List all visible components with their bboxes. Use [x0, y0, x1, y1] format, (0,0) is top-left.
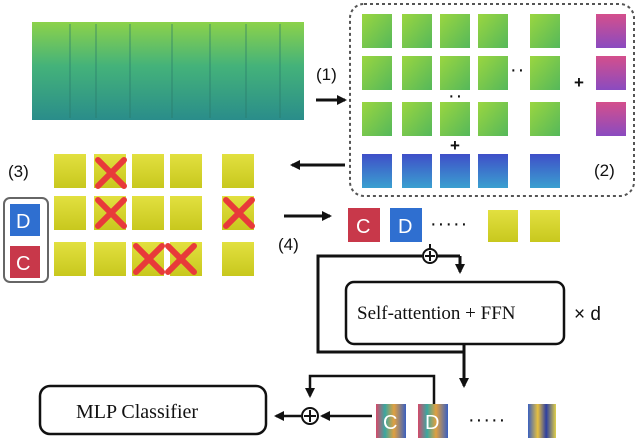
patch-grid-frame [349, 3, 635, 197]
seq-patch-1 [488, 210, 518, 242]
svg-text:C: C [356, 216, 370, 238]
dist-token-seq: D [390, 208, 422, 242]
step-2-label: (2) [594, 161, 615, 180]
patch-dots-horizontal: ·· [510, 59, 525, 81]
step-3-label: (3) [8, 162, 29, 181]
mask-x-marks [95, 157, 255, 275]
spectrogram-input [32, 22, 304, 120]
svg-text:C: C [16, 253, 30, 275]
svg-text:D: D [398, 216, 412, 238]
svg-text:C: C [383, 412, 397, 434]
cls-token-legend: C [10, 246, 40, 278]
svg-text:D: D [16, 211, 30, 233]
encoder-block [344, 280, 566, 346]
output-dots: ····· [468, 409, 506, 431]
mask-x-5 [165, 243, 197, 275]
output-patch-token [528, 404, 556, 438]
seq-patch-2 [530, 210, 560, 242]
residual-loop-line [316, 254, 464, 354]
classifier-label: MLP Classifier [76, 401, 198, 423]
dist-to-add-line [305, 374, 436, 404]
dist-token-legend: D [10, 204, 40, 236]
plus-sign-time: + [450, 136, 460, 155]
repeat-label: × d [574, 304, 601, 325]
mask-x-2 [95, 197, 127, 229]
output-cls-token: C [376, 404, 406, 438]
patch-dots-vertical: ·· [448, 85, 463, 107]
mask-x-4 [133, 243, 165, 275]
mlp-classifier-box [38, 384, 268, 436]
mask-x-1 [95, 157, 127, 189]
token-legend-frame [3, 197, 49, 283]
encoder-label: Self-attention + FFN [357, 303, 516, 324]
sequence-dots: ····· [430, 213, 468, 235]
step-1-label: (1) [316, 65, 337, 84]
step-4-label: (4) [278, 235, 299, 254]
green-patch-grid [362, 14, 560, 136]
frequency-embedding-column [596, 14, 626, 136]
svg-text:D: D [425, 412, 439, 434]
plus-sign-freq: + [574, 73, 584, 92]
mask-x-3 [223, 197, 255, 229]
time-embedding-row [362, 154, 560, 188]
cls-token-seq: C [348, 208, 380, 242]
output-dist-token: D [418, 404, 448, 438]
